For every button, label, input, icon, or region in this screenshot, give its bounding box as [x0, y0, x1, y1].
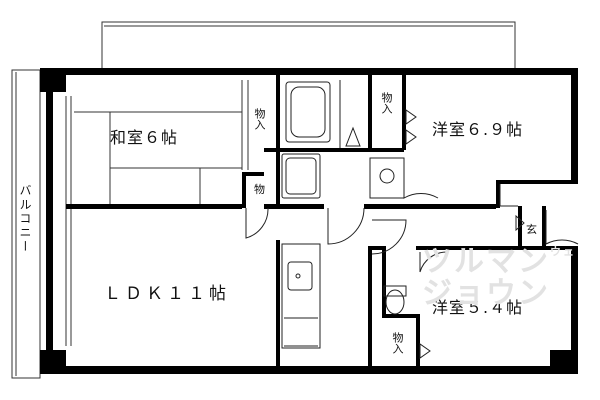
- bathroom: [285, 80, 361, 148]
- door-swings: [245, 164, 579, 273]
- tatami-lines: [74, 80, 249, 204]
- storage-label-yoshitsu-a: 物入: [380, 92, 393, 114]
- watermark: ツルマンウェ ジョウン: [422, 246, 576, 309]
- watermark-line2: ジョウン: [422, 275, 550, 311]
- entrance-label: 玄: [526, 223, 537, 236]
- room-label-yoshitsu-b: 洋室５.４帖: [432, 298, 524, 317]
- room-label-ldk: ＬＤＫ１１帖: [104, 284, 230, 304]
- room-label-yoshitsu-a: 洋室６.９帖: [432, 120, 524, 139]
- side-balcony: [11, 69, 41, 379]
- watermark-tag: ウェ: [550, 245, 576, 258]
- watermark-line1: ツルマン: [422, 244, 550, 279]
- closet-markers: [405, 109, 525, 359]
- storage-label-toilet: 物入: [391, 332, 404, 354]
- kitchen: [281, 243, 321, 349]
- exterior-walls: [40, 68, 578, 374]
- balcony-label: バルコニー: [18, 184, 32, 254]
- storage-label-washitsu: 物入: [253, 108, 266, 130]
- washroom: [281, 153, 405, 199]
- storage-label-small: 物: [254, 183, 265, 196]
- toilet: [383, 285, 407, 315]
- window-frames: [65, 96, 72, 346]
- top-balcony: [101, 21, 516, 73]
- room-label-washitsu: 和室６帖: [110, 128, 179, 147]
